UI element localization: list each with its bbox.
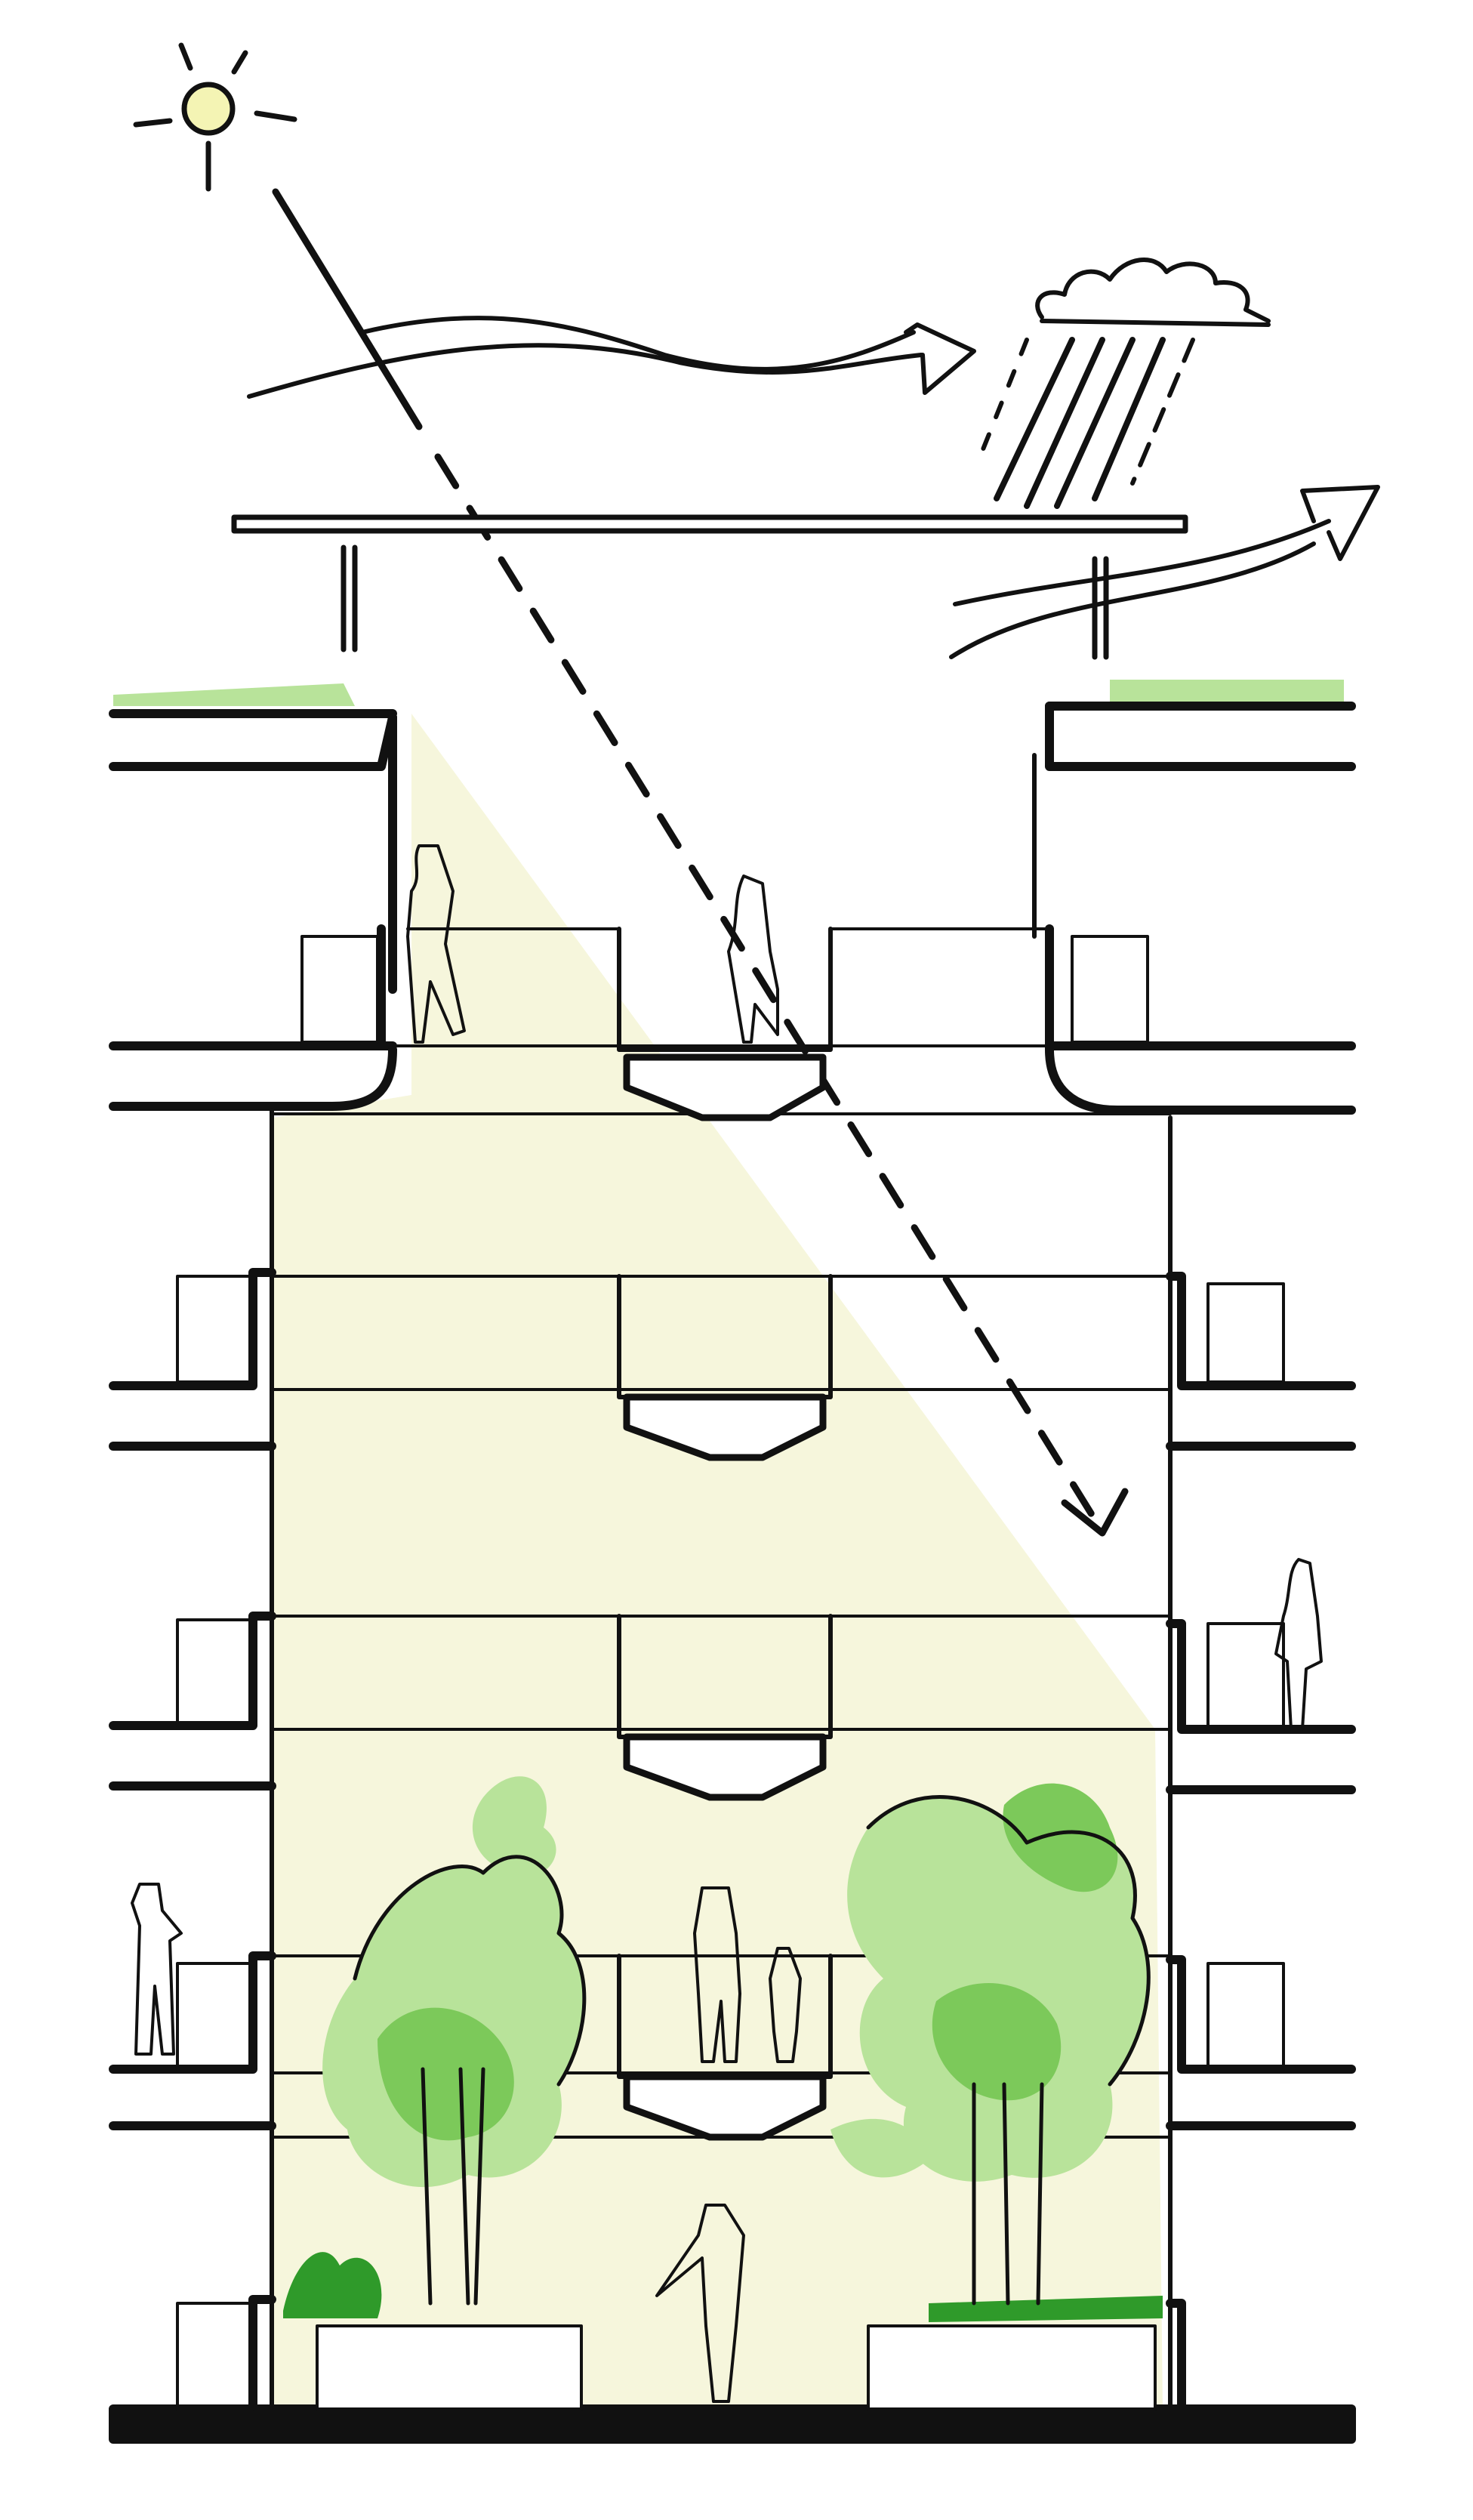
sun-ray-arrow — [272, 188, 1129, 1537]
wind-arrow — [247, 316, 976, 399]
wind-arrow-right — [949, 485, 1380, 659]
floor-slabs — [109, 702, 1356, 2444]
green-roof-right — [1110, 680, 1344, 706]
sun-icon — [133, 42, 297, 192]
roof-canopy — [231, 514, 1188, 660]
people — [131, 844, 1323, 2403]
bridges — [617, 927, 833, 2141]
trees — [283, 1776, 1163, 2322]
rain-cloud-icon — [979, 258, 1271, 509]
green-roof-left — [113, 683, 355, 706]
